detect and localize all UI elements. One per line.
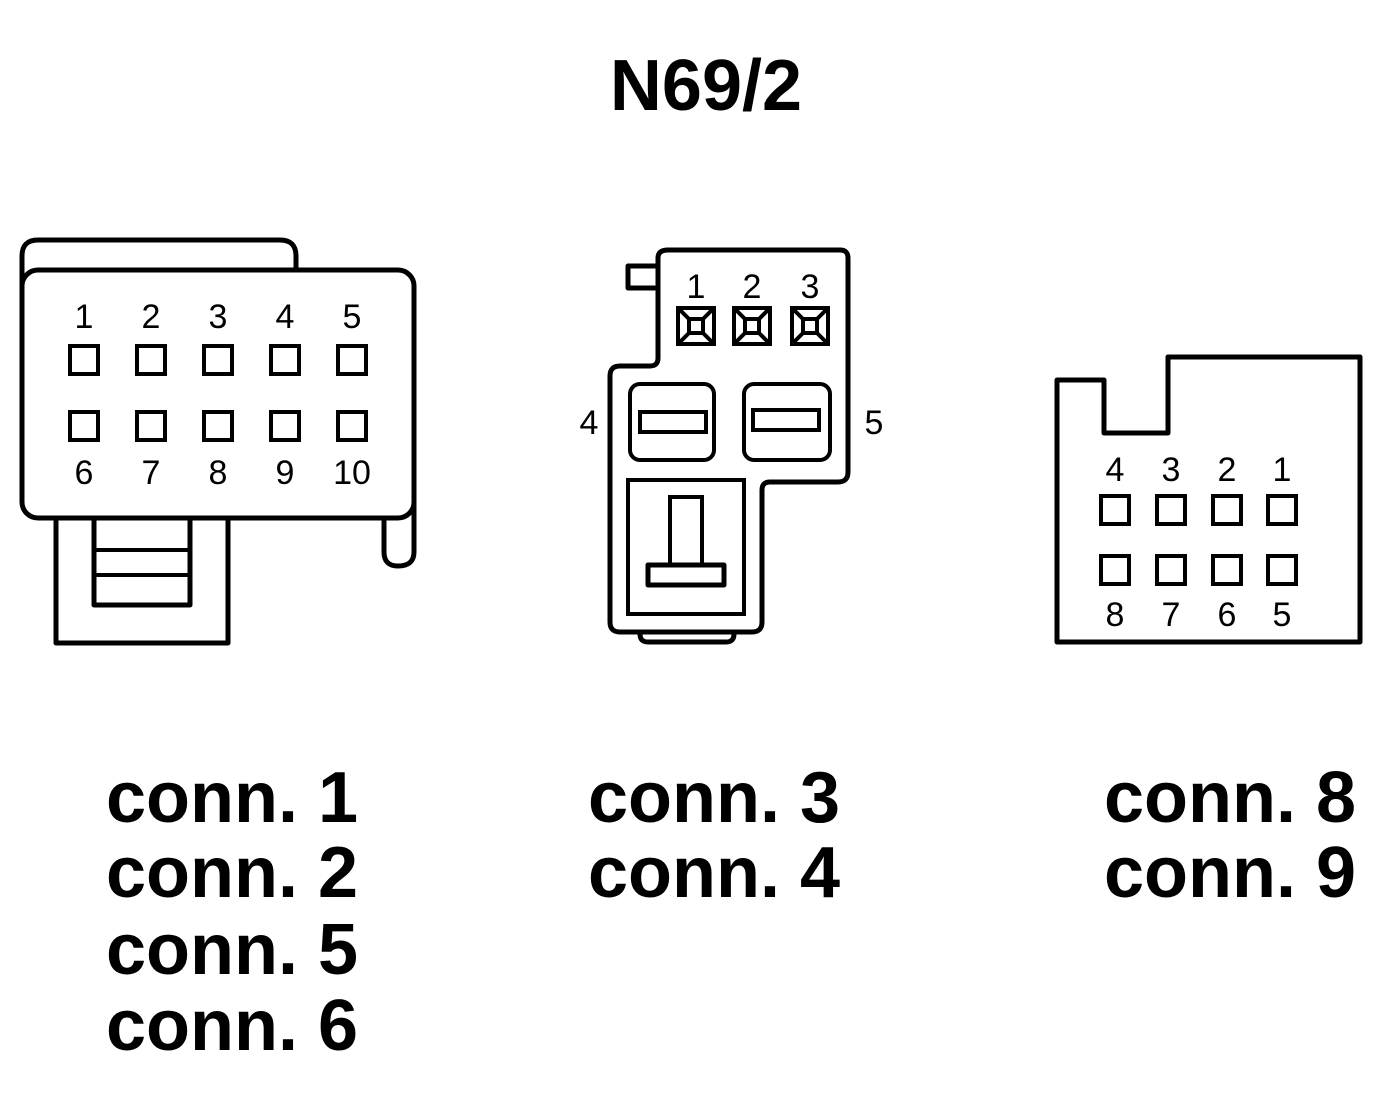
pin-label: 3	[801, 268, 820, 306]
pin-label: 6	[75, 454, 94, 492]
pin-label: 1	[687, 268, 706, 306]
pin-label: 3	[209, 298, 228, 336]
connector-a-body	[19, 267, 417, 521]
pin-label: 8	[209, 454, 228, 492]
connector-label: conn. 8	[1104, 758, 1356, 838]
connector-label: conn. 4	[588, 833, 840, 913]
connector-label: conn. 9	[1104, 833, 1356, 913]
pin-label: 10	[333, 454, 371, 492]
connector-b-labels: conn. 3 conn. 4	[588, 758, 840, 913]
pin-label: 5	[1273, 596, 1292, 634]
pin-label: 8	[1106, 596, 1125, 634]
pin-label: 2	[1218, 451, 1237, 489]
connector-label: conn. 6	[106, 986, 358, 1066]
connector-label: conn. 1	[106, 758, 358, 838]
connector-label: conn. 2	[106, 833, 358, 913]
pin-label: 1	[1273, 451, 1292, 489]
connector-label: conn. 5	[106, 910, 358, 990]
connector-a: 1 2 3 4 5 6 7 8 9 10	[19, 237, 417, 646]
pin-label: 9	[276, 454, 295, 492]
pin-label: 6	[1218, 596, 1237, 634]
connector-c-body	[1054, 354, 1363, 645]
pin-label: 7	[1162, 596, 1181, 634]
diagram-title: N69/2	[610, 46, 802, 126]
pin-label: 4	[580, 404, 599, 442]
connector-a-labels: conn. 1 conn. 2 conn. 5 conn. 6	[106, 758, 358, 1066]
connector-b: 1 2 3 4 5	[580, 247, 884, 645]
pin-label: 7	[142, 454, 161, 492]
connector-label: conn. 3	[588, 758, 840, 838]
pin-label: 3	[1162, 451, 1181, 489]
pin-label: 4	[1106, 451, 1125, 489]
pin-label: 5	[343, 298, 362, 336]
pin-label: 5	[865, 404, 884, 442]
connector-c-labels: conn. 8 conn. 9	[1104, 758, 1356, 913]
connector-c: 4 3 2 1 8 7 6 5	[1054, 354, 1363, 645]
pin-label: 4	[276, 298, 295, 336]
pin-label: 2	[142, 298, 161, 336]
pin-label: 2	[743, 268, 762, 306]
pin-label: 1	[75, 298, 94, 336]
